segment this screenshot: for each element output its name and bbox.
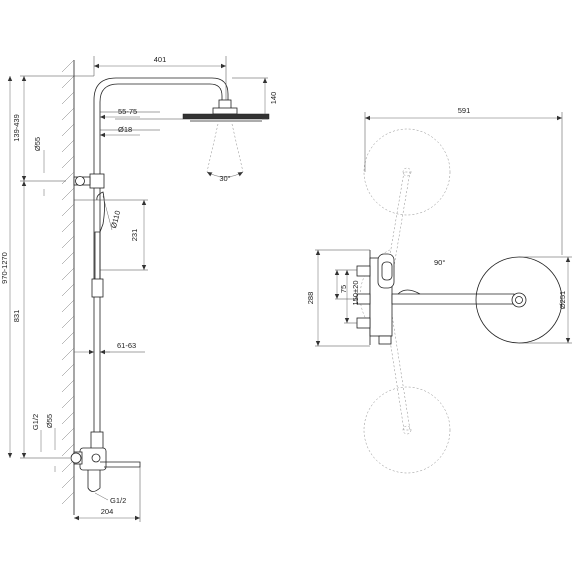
dim-total-height: 970-1270 [0, 252, 9, 284]
spray-cone [206, 123, 244, 178]
top-wall-bracket [20, 173, 105, 189]
dim-offset: 75 [339, 285, 348, 293]
dim-head-diameter: Ø251 [558, 291, 567, 309]
dim-mixer-height: 288 [306, 292, 315, 305]
dim-width: 591 [458, 106, 471, 115]
dim-top-height: 139-439 [12, 114, 21, 142]
dim-head-drop: 140 [269, 92, 278, 105]
dim-top-diameter: Ø18 [118, 125, 132, 134]
dim-spray-angle: 30° [219, 174, 230, 183]
dim-centers: 150±20 [351, 281, 360, 306]
dim-thread-bottom: G1/2 [110, 496, 126, 505]
dim-middle-height: 831 [12, 310, 21, 323]
mixer-body [356, 253, 395, 345]
dim-arm-length: 401 [154, 55, 167, 64]
bottom-mixer [20, 447, 141, 492]
dim-rotation: 90° [434, 258, 445, 267]
dim-wall-diameter-bottom: Ø55 [45, 414, 54, 428]
wall-hatch [61, 59, 75, 515]
dim-spout-length: 204 [101, 507, 114, 516]
dim-spacing: 61-63 [117, 341, 136, 350]
side-view: 401 140 55-75 Ø18 139-439 Ø55 30° Ø110 2… [0, 55, 278, 522]
top-view: 591 90° 288 75 150±20 Ø251 [306, 106, 572, 474]
dim-hand-shower-diameter: Ø110 [109, 210, 122, 230]
dim-hand-shower-length: 231 [130, 229, 139, 242]
hand-shower [91, 191, 105, 298]
dim-thread-left: G1/2 [31, 414, 40, 430]
dim-arm-range: 55-75 [118, 107, 137, 116]
riser-pipe [93, 77, 229, 455]
shower-arm [391, 289, 527, 308]
overhead-shower-head [182, 99, 270, 122]
dim-wall-diameter-top: Ø55 [33, 137, 42, 151]
